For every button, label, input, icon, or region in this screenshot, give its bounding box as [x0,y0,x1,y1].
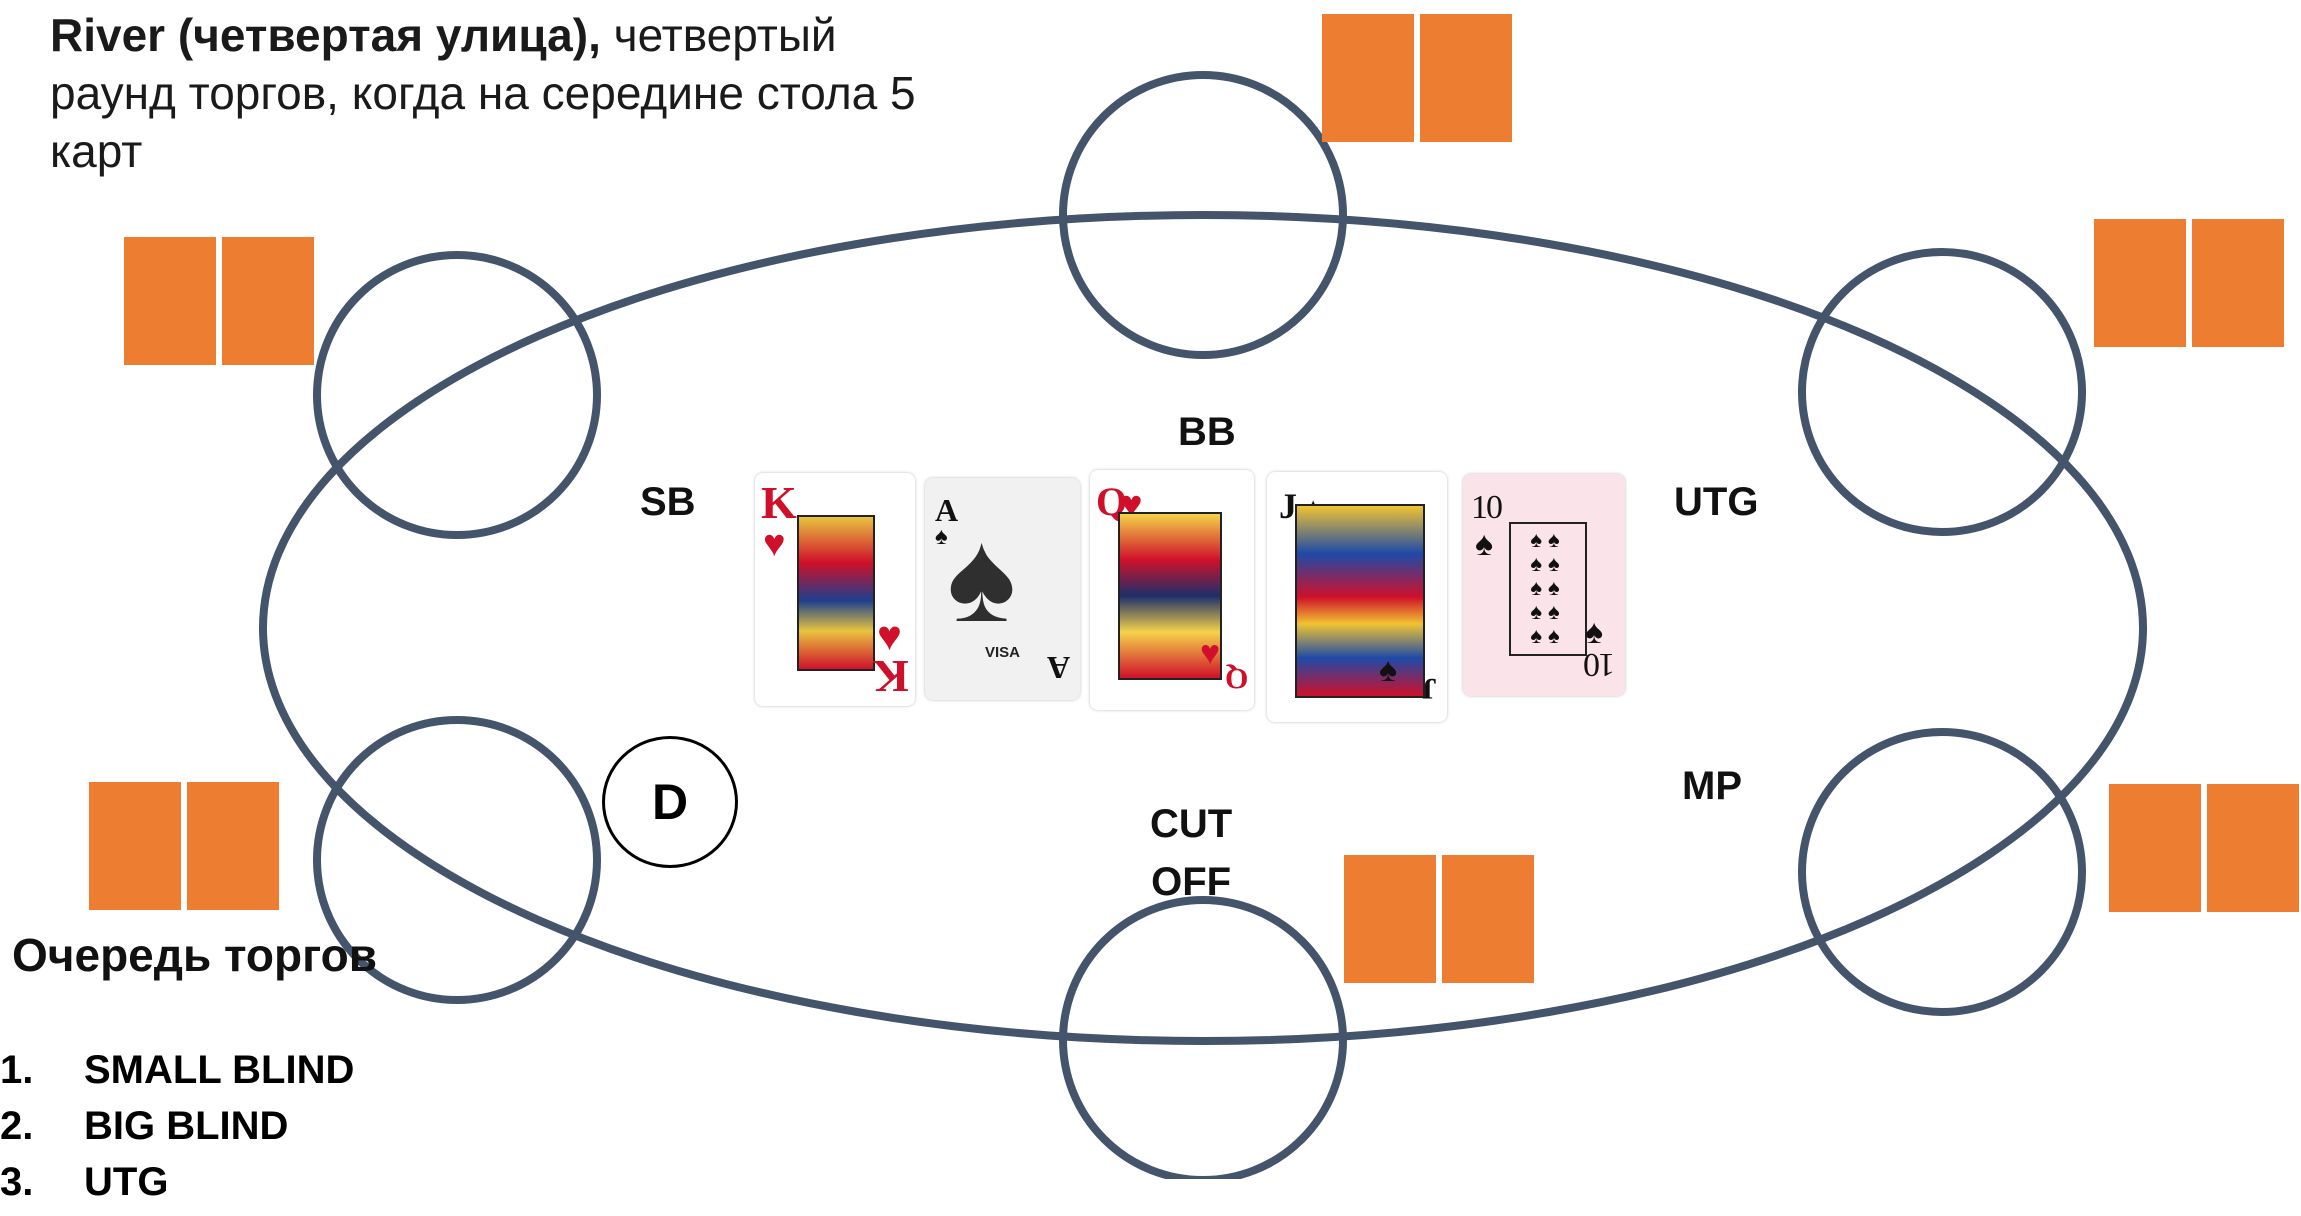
board-card-5: 10 ♠ ♠♠♠♠♠♠♠♠♠♠ ♠ 10 [1463,474,1625,696]
seat-circle-upper-right [1798,248,2086,536]
heart-icon: ♥ [763,523,786,565]
queen-figure [1118,512,1222,680]
table-ellipse [259,211,2147,1045]
list-label: UTG [84,1160,169,1204]
card-brand: VISA [984,644,1020,661]
cutoff-line-2: OFF [1151,860,1232,904]
card-rank: K [761,477,797,528]
board-card-1: K ♥ K ♥ [755,473,915,706]
spade-icon: ♠ [1379,652,1398,689]
list-label: SMALL BLIND [84,1048,355,1092]
seat-circle-top [1059,71,1347,359]
title-rest: четвертый раунд торгов, когда на середин… [50,9,916,177]
list-label: BIG BLIND [84,1104,289,1148]
list-number: 2. [0,1104,34,1148]
board-card-2: A ♠ ♠ VISA A [925,478,1080,700]
jack-figure [1295,504,1425,698]
slide: River (четвертая улица), четвертый раунд… [0,6,2299,1204]
slide-title: River (четвертая улица), четвертый раунд… [50,6,950,180]
card-rank-bottom: Q [1224,662,1248,695]
card-rank-bottom: 10 [1585,646,1615,683]
card-rank: J [1279,486,1297,526]
large-spade-icon: ♠ [947,506,1017,650]
board-card-4: J ♠ ♠ J [1267,472,1447,722]
hole-cards-upper-left [124,237,314,365]
cutoff-line-1: CUT [1150,802,1233,846]
card-rank-bottom: A [1046,650,1070,686]
seat-label-sb: SB [640,480,696,524]
card-rank-bottom: K [873,651,909,702]
seat-label-mp: MP [1682,764,1742,808]
seat-label-cutoff: CUT OFF [1150,795,1232,911]
card-rank: A [935,492,959,528]
card-rank: 10 [1471,489,1503,526]
seat-circle-upper-left [313,251,601,539]
pip-area: ♠♠♠♠♠♠♠♠♠♠ [1509,522,1587,656]
title-bold: River (четвертая улица), [50,9,601,61]
hole-cards-lower-right [2109,784,2299,912]
hole-cards-lower-left [89,782,279,910]
dealer-button: D [602,736,738,868]
betting-order-title: Очередь торгов [12,929,378,981]
list-number: 1. [0,1048,34,1092]
king-figure [797,515,875,671]
spade-icon: ♠ [1475,526,1494,563]
hole-cards-upper-right [2094,219,2284,347]
spade-icon: ♠ [1585,614,1604,651]
heart-icon: ♥ [877,614,902,660]
board-card-3: Q ♥ ♥ Q [1090,470,1254,710]
heart-icon: ♥ [1200,635,1221,672]
seat-label-utg: UTG [1674,480,1759,524]
seat-circle-bottom [1059,896,1347,1179]
hole-cards-bottom [1344,855,1534,983]
seat-label-bb: BB [1178,410,1236,454]
list-number: 3. [0,1160,34,1204]
spade-icon: ♠ [935,524,948,550]
card-rank-bottom: J [1422,672,1437,705]
hole-cards-top [1322,14,1512,142]
seat-circle-lower-left [313,716,601,1004]
poker-table-diagram [259,71,2147,1179]
seat-circle-lower-right [1798,728,2086,1016]
